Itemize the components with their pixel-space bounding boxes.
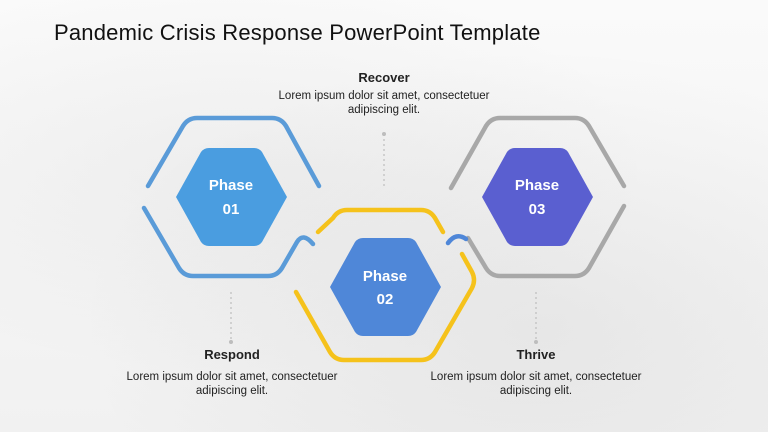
recover-description-line1: Lorem ipsum dolor sit amet, consectetuer xyxy=(278,90,490,102)
phase-03-hexagon: Phase 03 xyxy=(482,148,593,246)
phase-03-label: Phase xyxy=(515,177,559,194)
thrive-description: Lorem ipsum dolor sit amet, consectetuer… xyxy=(396,370,676,398)
phase-01-outline xyxy=(141,115,322,279)
leader-dot-recover xyxy=(382,132,386,136)
phase-02-number: 02 xyxy=(377,291,394,308)
phase-03-outline xyxy=(448,115,627,279)
phase-01-number: 01 xyxy=(223,201,240,218)
leader-dot-thrive xyxy=(534,340,538,344)
respond-description: Lorem ipsum dolor sit amet, consectetuer… xyxy=(92,370,372,398)
thrive-description-line1: Lorem ipsum dolor sit amet, consectetuer xyxy=(430,371,642,383)
phase-01-label: Phase xyxy=(209,177,253,194)
respond-title: Respond xyxy=(204,347,260,362)
thrive-description-line2: adipiscing elit. xyxy=(499,385,573,397)
respond-description-line1: Lorem ipsum dolor sit amet, consectetuer xyxy=(126,371,338,383)
phase-02-hexagon: Phase 02 xyxy=(330,238,441,336)
leader-dot-respond xyxy=(229,340,233,344)
phase-02-outline xyxy=(293,207,477,363)
thrive-title: Thrive xyxy=(516,347,556,362)
phase-02-label: Phase xyxy=(363,268,407,285)
recover-description: Lorem ipsum dolor sit amet, consectetuer… xyxy=(244,89,524,117)
phase-03-number: 03 xyxy=(529,201,546,218)
leader-lines xyxy=(229,132,538,344)
connector-03 xyxy=(445,234,469,246)
slide-title: Pandemic Crisis Response PowerPoint Temp… xyxy=(54,20,541,45)
recover-description-line2: adipiscing elit. xyxy=(347,104,421,116)
recover-title: Recover xyxy=(358,70,410,85)
respond-description-line2: adipiscing elit. xyxy=(195,385,269,397)
phase-01-hexagon: Phase 01 xyxy=(176,148,287,246)
